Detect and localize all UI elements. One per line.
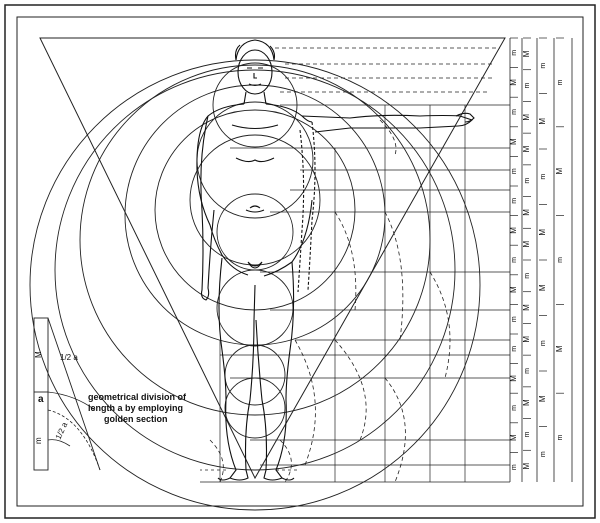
- scale-label: M: [522, 114, 531, 121]
- scale-label: m: [511, 405, 518, 411]
- figure-left-leg: [218, 257, 256, 481]
- scale-label: M: [538, 118, 547, 125]
- horizontal-guides: [200, 37, 510, 483]
- inset-arc-lower: [47, 409, 101, 471]
- inner-frame: [16, 16, 584, 507]
- caption-line-3: golden section: [104, 414, 168, 424]
- scale-label: M: [555, 168, 564, 175]
- inset-hypotenuse: [47, 317, 101, 471]
- scale-label: m: [511, 464, 518, 470]
- circle-large-2: [54, 69, 456, 471]
- scale-label: m: [524, 82, 531, 88]
- figure-chest: [231, 124, 279, 163]
- figure-face: [247, 67, 263, 87]
- figure-pelvis: [247, 261, 263, 269]
- scale-label: M: [509, 79, 518, 86]
- circle-mid-2: [154, 109, 356, 311]
- inset-arc-small: [47, 439, 71, 447]
- scale-label: M: [522, 50, 531, 57]
- scale-label: M: [509, 138, 518, 145]
- circle-torso: [189, 134, 321, 266]
- figure-raised-arm: [301, 114, 474, 133]
- scale-label: m: [524, 368, 531, 374]
- scale-label: M: [538, 284, 547, 291]
- scale-label: M: [522, 145, 531, 152]
- figure-head: [237, 49, 273, 95]
- inset-label-major: M: [34, 351, 43, 358]
- scale-label: M: [555, 345, 564, 352]
- scale-label: M: [522, 304, 531, 311]
- scale-label: m: [557, 257, 564, 263]
- scale-label: M: [509, 227, 518, 234]
- scale-label: m: [511, 316, 518, 322]
- label-a: a: [38, 394, 44, 405]
- inset-bar: [33, 317, 49, 471]
- scale-label: m: [524, 273, 531, 279]
- scale-label: m: [557, 435, 564, 441]
- figure-hair: [234, 39, 276, 61]
- human-figure: [196, 39, 475, 481]
- vertical-guides: [219, 105, 466, 482]
- scale-label: M: [522, 240, 531, 247]
- scale-label: M: [522, 462, 531, 469]
- figure-navel: [245, 205, 265, 213]
- caption-line-1: geometrical division of: [88, 392, 187, 402]
- figure-dashed-arm: [297, 121, 316, 293]
- circle-shin: [224, 377, 286, 439]
- scale-label: M: [522, 336, 531, 343]
- figure-right-leg: [255, 261, 295, 481]
- dashed-arcs: [209, 119, 451, 483]
- figure-hips: [221, 199, 313, 277]
- circle-mid-1: [124, 84, 386, 346]
- scale-label: M: [509, 286, 518, 293]
- scale-label: m: [524, 431, 531, 437]
- scale-label: m: [540, 451, 547, 457]
- circle-knee: [224, 344, 286, 406]
- outer-frame: [4, 4, 596, 519]
- scale-label: M: [538, 395, 547, 402]
- scale-label: m: [511, 198, 518, 204]
- scale-brackets: [509, 38, 573, 482]
- figure-raised-hand: [455, 112, 475, 123]
- figure-left-arm: [200, 115, 215, 301]
- scale-label: M: [538, 229, 547, 236]
- label-half-a-bottom: 1/2 a: [54, 420, 70, 440]
- circle-thigh: [216, 269, 294, 347]
- scale-label: m: [540, 63, 547, 69]
- figure-feet: [217, 477, 295, 481]
- circle-waist: [216, 193, 294, 271]
- scale-label: M: [522, 209, 531, 216]
- figure-neck: [243, 91, 267, 105]
- scale-label: m: [511, 346, 518, 352]
- circle-outer: [29, 59, 481, 511]
- label-half-a-top: 1/2 a: [60, 353, 78, 362]
- figure-torso-left: [196, 103, 245, 256]
- caption-line-2: length a by employing: [88, 403, 183, 413]
- scale-label: M: [522, 399, 531, 406]
- golden-section-inset: M m 1/2 a a 1/2 a geometrical division o…: [33, 317, 187, 471]
- scale-label: m: [511, 50, 518, 56]
- circle-large-3: [79, 64, 431, 416]
- scale-label: M: [509, 375, 518, 382]
- scale-label: m: [511, 168, 518, 174]
- inset-label-minor: m: [34, 437, 43, 444]
- scale-label: m: [557, 79, 564, 85]
- scale-label: M: [509, 434, 518, 441]
- scale-label: m: [511, 109, 518, 115]
- construction-circles: [29, 59, 481, 511]
- scale-label: m: [540, 174, 547, 180]
- inset-arc-upper: [47, 391, 96, 411]
- scale-label: m: [511, 257, 518, 263]
- scale-label: m: [524, 178, 531, 184]
- scale-label: m: [540, 340, 547, 346]
